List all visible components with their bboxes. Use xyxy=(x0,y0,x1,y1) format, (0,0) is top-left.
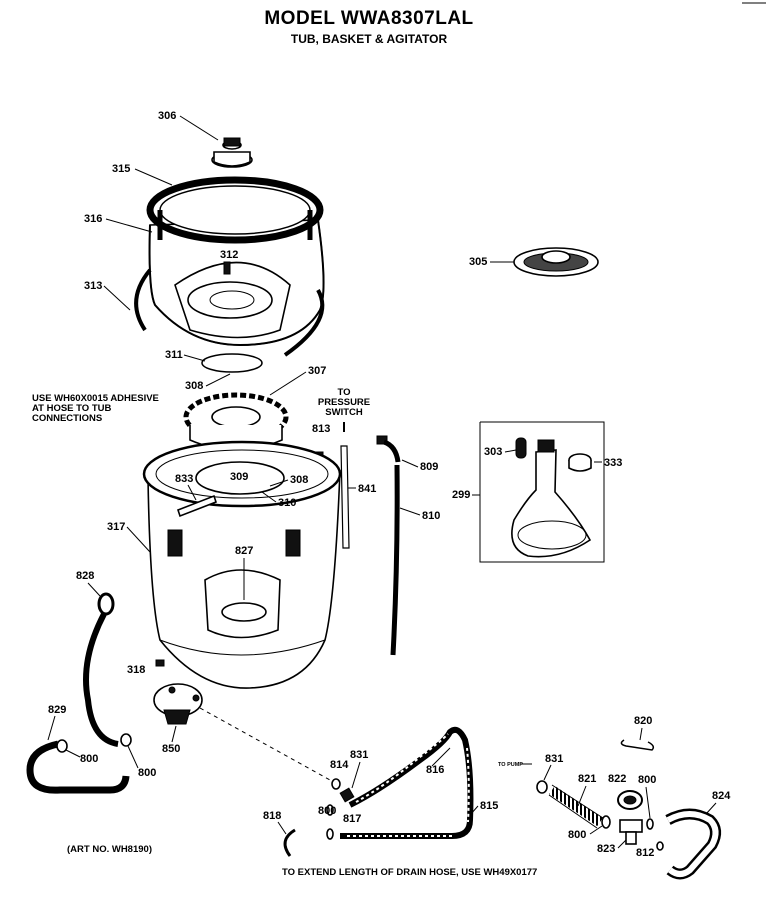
part-833-bracket xyxy=(177,494,217,518)
note-pressure-1: TO xyxy=(337,387,350,398)
label-824: 824 xyxy=(712,790,731,802)
part-307-hub xyxy=(183,392,289,451)
label-822: 822 xyxy=(608,773,626,785)
label-829: 829 xyxy=(48,704,66,716)
label-333: 333 xyxy=(604,457,622,469)
label-318: 318 xyxy=(127,664,145,676)
note-drain-hose: TO EXTEND LENGTH OF DRAIN HOSE, USE WH49… xyxy=(282,867,537,878)
part-312-screw xyxy=(223,261,231,275)
part-311-ring xyxy=(201,353,263,373)
part-821-hose xyxy=(549,785,603,827)
part-812-clamp xyxy=(656,841,664,851)
label-315: 315 xyxy=(112,163,130,175)
part-313-hose xyxy=(134,268,152,332)
part-820-clip xyxy=(620,739,655,751)
label-307: 307 xyxy=(308,365,326,377)
label-311: 311 xyxy=(165,349,183,361)
part-815-drain-hose xyxy=(340,726,474,839)
label-841: 841 xyxy=(358,483,376,495)
note-adhesive-1: USE WH60X0015 ADHESIVE xyxy=(32,393,159,404)
part-318 xyxy=(155,659,165,667)
label-827: 827 xyxy=(235,545,253,557)
label-823: 823 xyxy=(597,843,615,855)
label-313: 313 xyxy=(84,280,102,292)
label-306: 306 xyxy=(158,110,176,122)
leader-dashed xyxy=(199,707,331,781)
part-810-hose xyxy=(390,464,400,656)
label-308-upper: 308 xyxy=(185,380,203,392)
label-813: 813 xyxy=(312,423,330,435)
label-308-lower: 308 xyxy=(290,474,308,486)
label-831-b: 831 xyxy=(545,753,563,765)
label-809: 809 xyxy=(420,461,438,473)
part-828-hose xyxy=(83,592,119,747)
part-306-agitator-cap xyxy=(211,137,253,168)
label-818: 818 xyxy=(263,810,281,822)
part-315-balance-ring xyxy=(146,176,324,244)
note-adhesive-3: CONNECTIONS xyxy=(32,413,102,424)
note-to-pump: TO PUMP xyxy=(498,762,523,768)
label-317: 317 xyxy=(107,521,125,533)
part-316-basket xyxy=(148,219,325,347)
label-310: 310 xyxy=(278,497,296,509)
part-831-b-clamp xyxy=(536,780,548,794)
part-809-elbow xyxy=(376,435,401,463)
part-841-tube xyxy=(340,445,350,549)
part-818-hook xyxy=(283,828,296,857)
label-815: 815 xyxy=(480,800,498,812)
label-800-b: 800 xyxy=(138,767,156,779)
label-800-d: 800 xyxy=(638,774,656,786)
part-299-agitator-box xyxy=(479,421,605,563)
page-subtitle: TUB, BASKET & AGITATOR xyxy=(291,32,448,46)
label-817: 817 xyxy=(343,813,361,825)
note-art-no: (ART NO. WH8190) xyxy=(67,844,152,855)
label-800-a: 800 xyxy=(80,753,98,765)
label-316: 316 xyxy=(84,213,102,225)
label-833: 833 xyxy=(175,473,193,485)
part-824-hose xyxy=(665,808,721,880)
part-829-hose xyxy=(26,733,132,794)
label-816: 816 xyxy=(426,764,444,776)
part-305-disc xyxy=(513,247,599,277)
label-820: 820 xyxy=(634,715,652,727)
label-812: 812 xyxy=(636,847,654,859)
label-299: 299 xyxy=(452,489,470,501)
part-850-pump xyxy=(153,683,203,725)
label-800-c: 800 xyxy=(318,805,336,817)
part-800-d-clamp xyxy=(646,818,654,830)
note-adhesive-2: AT HOSE TO TUB xyxy=(32,403,111,414)
label-303: 303 xyxy=(484,446,502,458)
part-823-tee xyxy=(601,815,643,845)
label-828: 828 xyxy=(76,570,94,582)
part-313-hose-b xyxy=(283,289,325,357)
label-850: 850 xyxy=(162,743,180,755)
note-pressure-2: PRESSURE xyxy=(318,397,370,408)
label-814: 814 xyxy=(330,759,349,771)
label-309: 309 xyxy=(230,471,248,483)
note-pressure-3: SWITCH xyxy=(325,407,363,418)
page-title: MODEL WWA8307LAL xyxy=(264,8,473,29)
label-305: 305 xyxy=(469,256,487,268)
label-821: 821 xyxy=(578,773,596,785)
part-814-clamp xyxy=(326,778,355,840)
label-800-e: 800 xyxy=(568,829,586,841)
label-312: 312 xyxy=(220,249,238,261)
label-810: 810 xyxy=(422,510,440,522)
label-831-a: 831 xyxy=(350,749,368,761)
part-822-valve xyxy=(617,790,643,810)
part-317-outer-tub xyxy=(142,440,342,689)
